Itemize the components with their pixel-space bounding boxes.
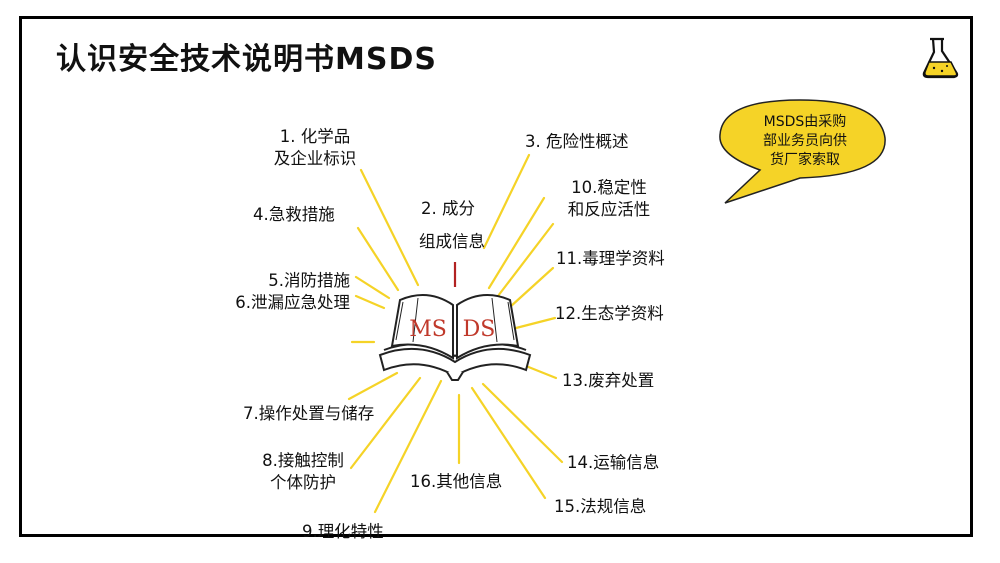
flask-icon: [922, 37, 959, 79]
callout-line: 货厂家索取: [770, 152, 840, 168]
label-item-16: 16.其他信息: [410, 472, 503, 491]
ray-item-13: [524, 364, 558, 380]
ray-item-15: [470, 386, 547, 500]
ray-item-6: [354, 294, 386, 310]
rays: [347, 153, 564, 514]
ray-item-4: [356, 226, 400, 292]
ray-item-7: [347, 371, 399, 401]
label-item-8: 8.接触控制 个体防护: [262, 451, 344, 492]
label-item-3: 3. 危险性概述: [525, 132, 629, 151]
label-item-5-6: 5.消防措施 6.泄漏应急处理: [235, 271, 350, 312]
label-item-2b: 组成信息: [419, 232, 485, 251]
ray-item-10b: [496, 222, 555, 298]
label-item-13: 13.废弃处置: [562, 371, 655, 390]
ray-item-11: [508, 266, 555, 309]
slide-frame: [19, 16, 973, 537]
label-item-1: 1. 化学品 及企业标识: [273, 127, 357, 168]
label-item-12: 12.生态学资料: [555, 304, 664, 323]
ray-item-3: [482, 153, 531, 250]
ray-item-1: [359, 168, 420, 287]
callout-line: 部业务员向供: [763, 133, 847, 149]
label-item-11: 11.毒理学资料: [556, 249, 665, 268]
ray-item-9: [373, 379, 443, 514]
label-item-15: 15.法规信息: [554, 497, 647, 516]
book-left-text: MS: [409, 317, 447, 342]
label-item-9: 9.理化特性: [302, 522, 384, 541]
page-title: 认识安全技术说明书MSDS: [56, 42, 437, 77]
speech-bubble: [719, 99, 886, 204]
book-icon: [378, 294, 532, 381]
book-right-text: DS: [463, 317, 496, 342]
ray-item-14: [481, 382, 564, 464]
label-item-10: 10.稳定性 和反应活性: [567, 178, 651, 219]
label-item-14: 14.运输信息: [567, 453, 660, 472]
ray-item-8: [349, 376, 422, 470]
label-item-7: 7.操作处置与储存: [243, 404, 375, 423]
label-item-4: 4.急救措施: [253, 205, 335, 224]
callout-text: MSDS由采购 部业务员向供 货厂家索取: [739, 113, 871, 170]
ray-item-10a: [487, 196, 546, 290]
label-item-2a: 2. 成分: [421, 199, 475, 218]
callout-line: MSDS由采购: [763, 114, 847, 130]
ray-item-5: [354, 275, 391, 300]
ray-item-12: [514, 316, 557, 330]
